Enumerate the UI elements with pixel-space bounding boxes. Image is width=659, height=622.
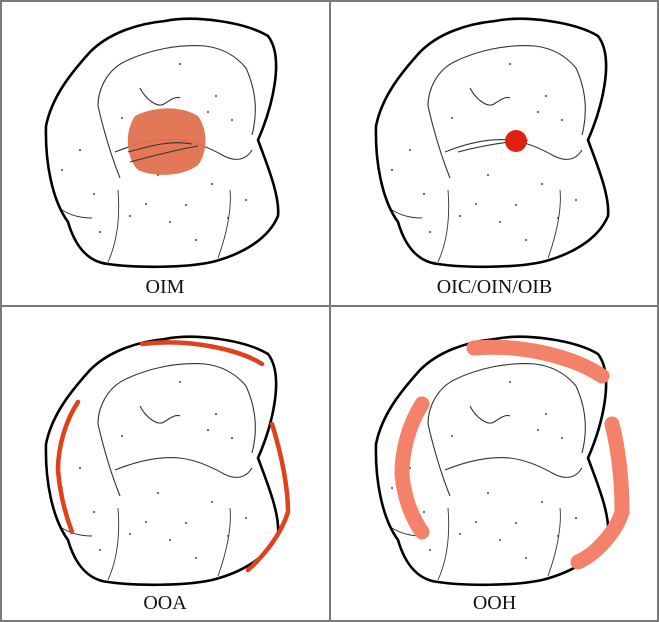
panel-oim: OIM: [0, 0, 330, 306]
panel-label-oim: OIM: [0, 276, 330, 299]
panel-label-ooh: OOH: [330, 592, 659, 615]
central-patch-marking: [128, 108, 206, 174]
panel-label-oic: OIC/OIN/OIB: [330, 276, 659, 299]
central-dot-marking: [505, 130, 527, 152]
tooth-diagram-ooa: [0, 306, 330, 622]
tooth-diagram-oim: [0, 0, 330, 306]
tooth-diagram-ooh: [330, 306, 659, 622]
tooth-diagram-oic: [330, 0, 659, 306]
panel-ooh: OOH: [330, 306, 659, 622]
panel-ooa: OOA: [0, 306, 330, 622]
panel-oic: OIC/OIN/OIB: [330, 0, 659, 306]
panel-label-ooa: OOA: [0, 592, 330, 615]
